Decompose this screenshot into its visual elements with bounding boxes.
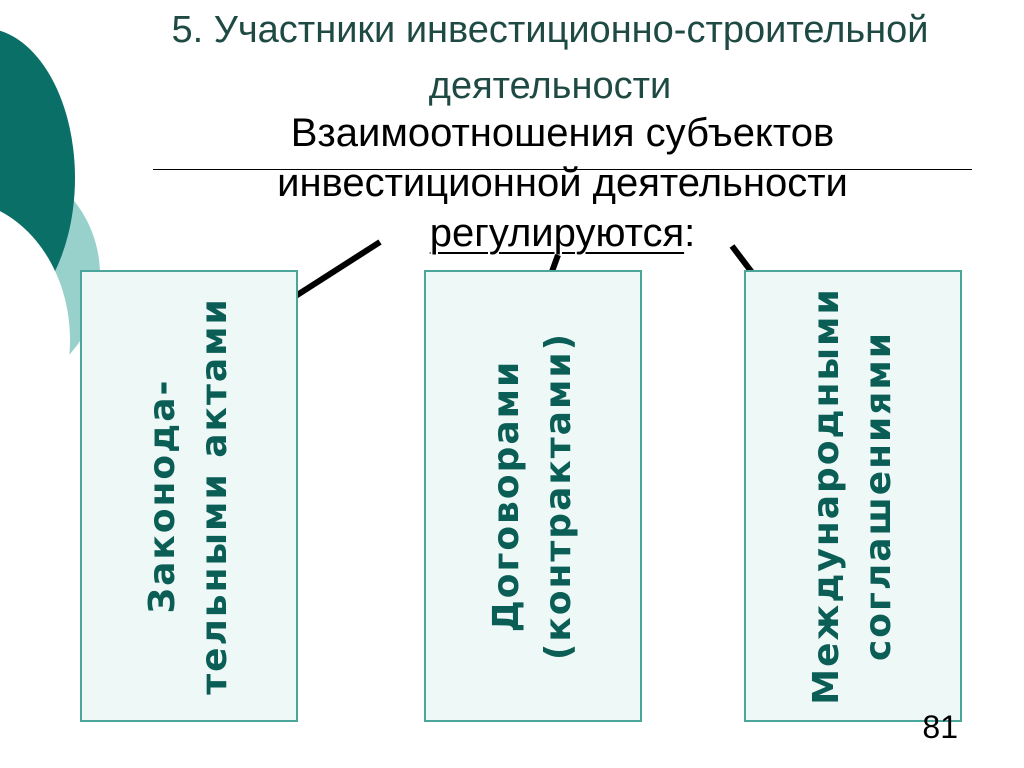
- subtitle-verb: регулируются: [429, 211, 685, 255]
- divider-line: [153, 169, 972, 170]
- slide-title: 5. Участники инвестиционно-строительной …: [80, 2, 1020, 114]
- box-international-agreements: Международными соглашениями: [744, 270, 962, 722]
- box-1-label: Законода- тельными актами: [142, 297, 235, 695]
- subtitle-line-1: Взаимоотношения субъектов: [290, 111, 835, 155]
- box-legislative-acts: Законода- тельными актами: [80, 270, 298, 722]
- subtitle-line-2: инвестиционной деятельности: [277, 161, 848, 205]
- title-line-2: деятельности: [428, 65, 672, 107]
- box-2-label: Договорами (контрактами): [486, 331, 579, 661]
- subtitle-line-3: регулируются:: [140, 208, 985, 258]
- box-contracts: Договорами (контрактами): [424, 270, 642, 722]
- subtitle-colon: :: [684, 211, 696, 255]
- page-number: 81: [922, 709, 958, 745]
- title-line-1: 5. Участники инвестиционно-строительной: [171, 9, 929, 51]
- slide-subtitle: Взаимоотношения субъектов инвестиционной…: [140, 108, 985, 258]
- box-3-label: Международными соглашениями: [806, 287, 899, 705]
